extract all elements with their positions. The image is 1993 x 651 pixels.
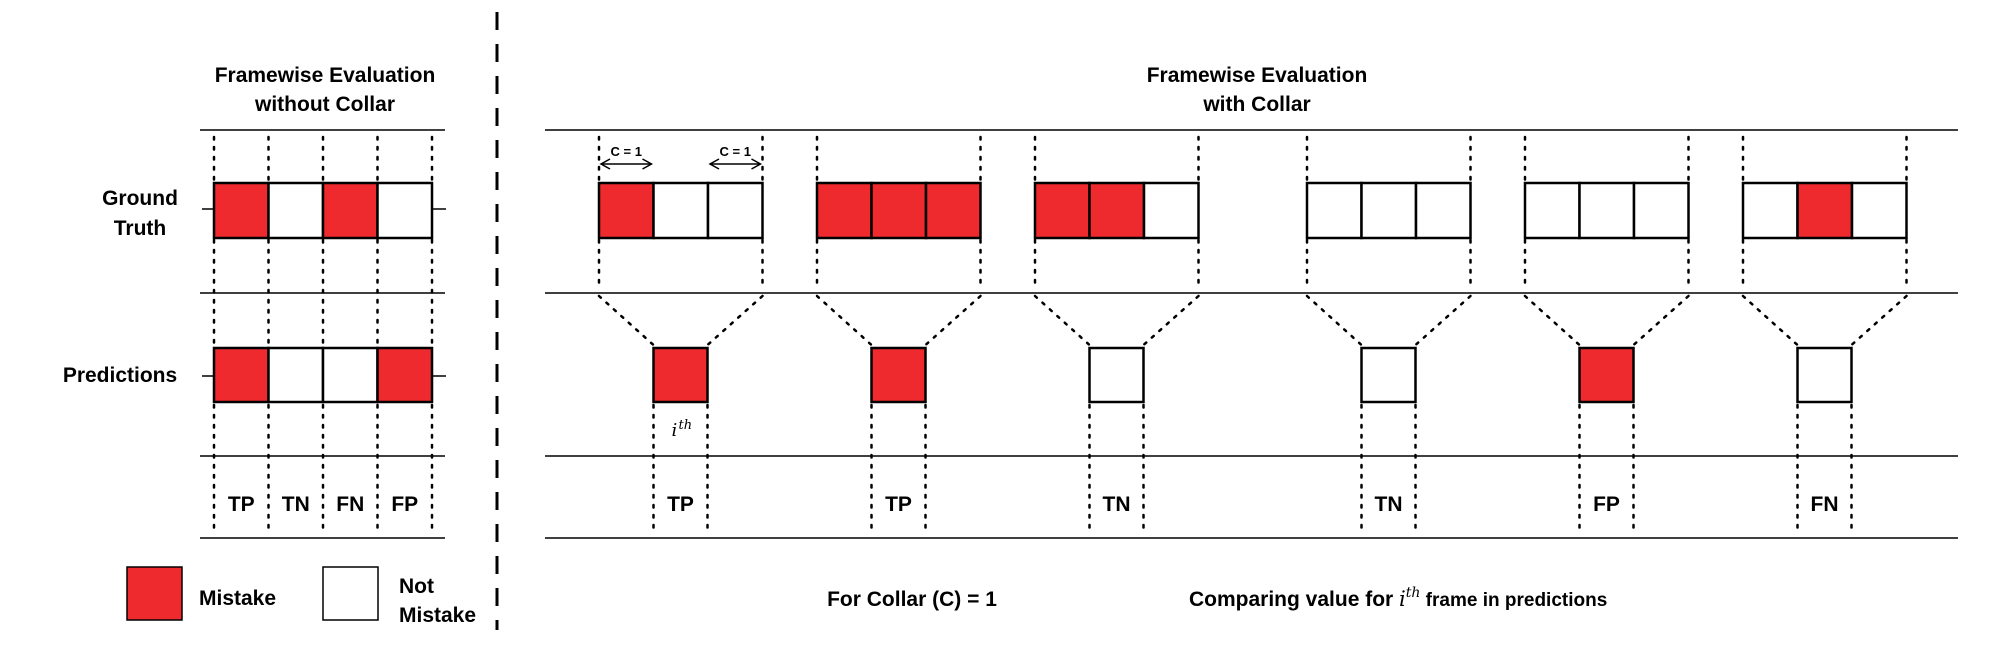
group1-outcome: TP bbox=[667, 493, 694, 516]
group3-gt-cell-3 bbox=[1142, 181, 1200, 240]
group3-outcome: TN bbox=[1103, 493, 1131, 516]
ith-label: i bbox=[672, 420, 678, 441]
legend-mistake-swatch bbox=[126, 566, 183, 621]
group6-funnel-right bbox=[1850, 294, 1908, 347]
group5-gt-cell-1 bbox=[1523, 181, 1581, 240]
group2-outcome: TP bbox=[885, 493, 912, 516]
group1-funnel-left bbox=[597, 294, 655, 347]
left-outcome-4: FP bbox=[391, 493, 418, 516]
left-outcome-1: TP bbox=[228, 493, 255, 516]
left-pred-cell-3 bbox=[321, 346, 379, 404]
comparing-note: Comparing value for ith frame in predict… bbox=[1189, 585, 1607, 611]
group2-funnel-left bbox=[815, 294, 873, 347]
left-gt-cell-2 bbox=[267, 181, 325, 240]
row-label-truth: Truth bbox=[114, 217, 167, 240]
group5-gt-cell-3 bbox=[1632, 181, 1690, 240]
group1-funnel-right bbox=[706, 294, 764, 347]
collar-arrow-right-head-left bbox=[708, 158, 720, 170]
group2-gt-cell-2 bbox=[870, 181, 928, 240]
group4-gt-cell-1 bbox=[1305, 181, 1363, 240]
group3-gt-cell-2 bbox=[1088, 181, 1146, 240]
group2-pred-cell bbox=[870, 346, 927, 404]
legend-not-mistake-line2: Mistake bbox=[399, 604, 476, 627]
group5-pred-cell bbox=[1578, 346, 1635, 404]
left-pred-cell-2 bbox=[267, 346, 325, 404]
group4-funnel-right bbox=[1414, 294, 1472, 347]
group4-gt-cell-3 bbox=[1414, 181, 1472, 240]
group6-gt-cell-3 bbox=[1850, 181, 1908, 240]
left-gt-cell-1 bbox=[212, 181, 270, 240]
left-gt-cell-4 bbox=[376, 181, 434, 240]
collar-arrow-right-head-right bbox=[751, 158, 763, 170]
legend-not-mistake-line1: Not bbox=[399, 575, 434, 598]
group5-gt-cell-2 bbox=[1578, 181, 1636, 240]
legend-mistake-label: Mistake bbox=[199, 587, 276, 610]
group4-pred-cell bbox=[1360, 346, 1417, 404]
group2-funnel-right bbox=[924, 294, 982, 347]
comparing-th: th bbox=[1406, 585, 1421, 601]
group1-gt-cell-2 bbox=[652, 181, 710, 240]
group6-gt-cell-1 bbox=[1741, 181, 1799, 240]
group5-funnel-left bbox=[1523, 294, 1581, 347]
group6-pred-cell bbox=[1796, 346, 1853, 404]
group4-outcome: TN bbox=[1375, 493, 1403, 516]
group2-gt-cell-1 bbox=[815, 181, 873, 240]
right-title-line1: Framewise Evaluation bbox=[1147, 64, 1368, 87]
right-title-line2: with Collar bbox=[1202, 93, 1310, 116]
group1-gt-cell-1 bbox=[597, 181, 655, 240]
group3-funnel-right bbox=[1142, 294, 1200, 347]
group3-funnel-left bbox=[1033, 294, 1091, 347]
group6-funnel-left bbox=[1741, 294, 1799, 347]
group4-gt-cell-2 bbox=[1360, 181, 1418, 240]
collar-arrow-left-head-left bbox=[599, 158, 611, 170]
group2-gt-cell-3 bbox=[924, 181, 982, 240]
comparing-i: i bbox=[1399, 587, 1406, 611]
comparing-suffix: frame in predictions bbox=[1420, 590, 1607, 611]
group4-funnel-left bbox=[1305, 294, 1363, 347]
group3-pred-cell bbox=[1088, 346, 1145, 404]
left-outcome-3: FN bbox=[336, 493, 364, 516]
left-title-line1: Framewise Evaluation bbox=[215, 64, 436, 87]
left-pred-cell-1 bbox=[212, 346, 270, 404]
group1-gt-cell-3 bbox=[706, 181, 764, 240]
group3-gt-cell-1 bbox=[1033, 181, 1091, 240]
left-gt-cell-3 bbox=[321, 181, 379, 240]
legend-not-mistake-swatch bbox=[322, 566, 379, 621]
collar-label-left: C = 1 bbox=[611, 144, 642, 159]
group5-funnel-right bbox=[1632, 294, 1690, 347]
collar-note: For Collar (C) = 1 bbox=[827, 588, 997, 611]
group5-outcome: FP bbox=[1593, 493, 1620, 516]
group6-gt-cell-2 bbox=[1796, 181, 1854, 240]
collar-arrow-left-head-right bbox=[642, 158, 654, 170]
row-label-ground: Ground bbox=[102, 187, 178, 210]
left-title-line2: without Collar bbox=[254, 93, 395, 116]
left-pred-cell-4 bbox=[376, 346, 434, 404]
left-outcome-2: TN bbox=[282, 493, 310, 516]
comparing-prefix: Comparing value for bbox=[1189, 588, 1399, 611]
group1-pred-cell bbox=[652, 346, 709, 404]
group6-outcome: FN bbox=[1811, 493, 1839, 516]
ith-superscript: th bbox=[679, 418, 693, 433]
collar-label-right: C = 1 bbox=[720, 144, 751, 159]
row-label-predictions: Predictions bbox=[63, 364, 177, 387]
